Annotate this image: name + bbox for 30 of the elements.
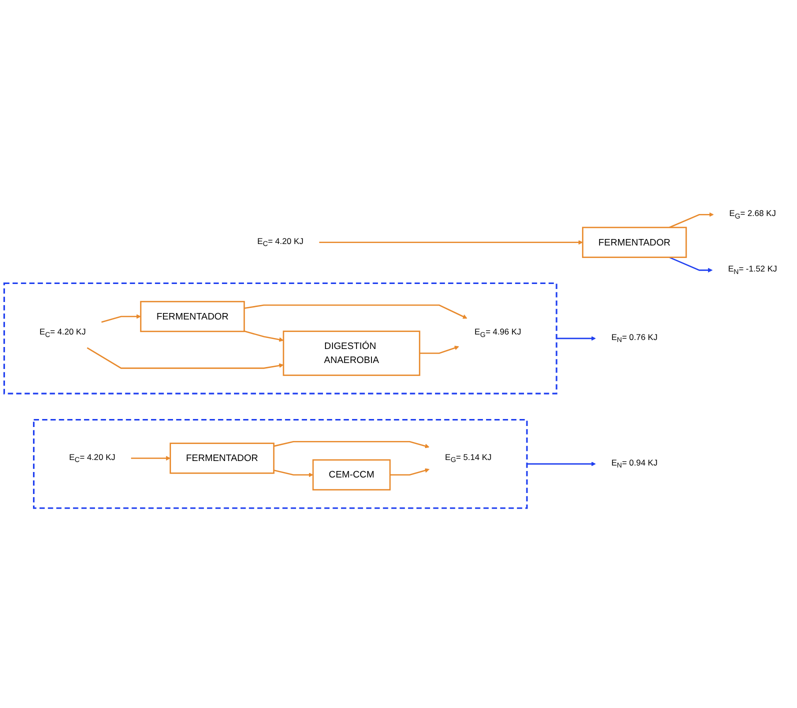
cluster — [3, 282, 558, 394]
node-text: E$_{C}$= 4.20 KJ — [69, 452, 116, 464]
arrow — [669, 212, 714, 228]
node-box: FERMENTADOR — [140, 300, 245, 332]
node-text: E$_{N}$= 0.94 KJ — [611, 458, 658, 470]
arrow — [390, 468, 430, 476]
node-text: E$_{N}$= -1.52 KJ — [728, 264, 778, 276]
cluster — [32, 418, 528, 509]
arrow — [420, 346, 460, 354]
arrow — [669, 256, 713, 272]
node-text: E$_{N}$= 0.76 KJ — [611, 333, 658, 344]
node-box: FERMENTADOR — [170, 442, 274, 474]
node-box: FERMENTADOR — [582, 226, 687, 258]
node-box: CEM-CCM — [312, 459, 391, 490]
node-text: E$_{C}$= 4.20 KJ — [257, 237, 304, 248]
node-text: E$_{G}$= 2.68 KJ — [729, 209, 776, 220]
arrow — [556, 336, 596, 341]
arrow — [244, 304, 468, 319]
node-text: E$_{G}$= 5.14 KJ — [444, 452, 492, 464]
arrow — [274, 470, 314, 478]
node-text: E$_{C}$= 4.20 KJ — [40, 328, 86, 338]
node-text: E$_{G}$= 4.96 KJ — [474, 328, 522, 338]
arrow — [274, 440, 430, 448]
arrow — [526, 462, 596, 466]
arrow — [86, 347, 284, 369]
arrow — [131, 456, 171, 461]
arrow — [101, 314, 141, 323]
node-box: DIGESTIÓN ANAEROBIA — [282, 330, 420, 376]
arrow — [319, 240, 583, 245]
arrow — [244, 330, 284, 342]
